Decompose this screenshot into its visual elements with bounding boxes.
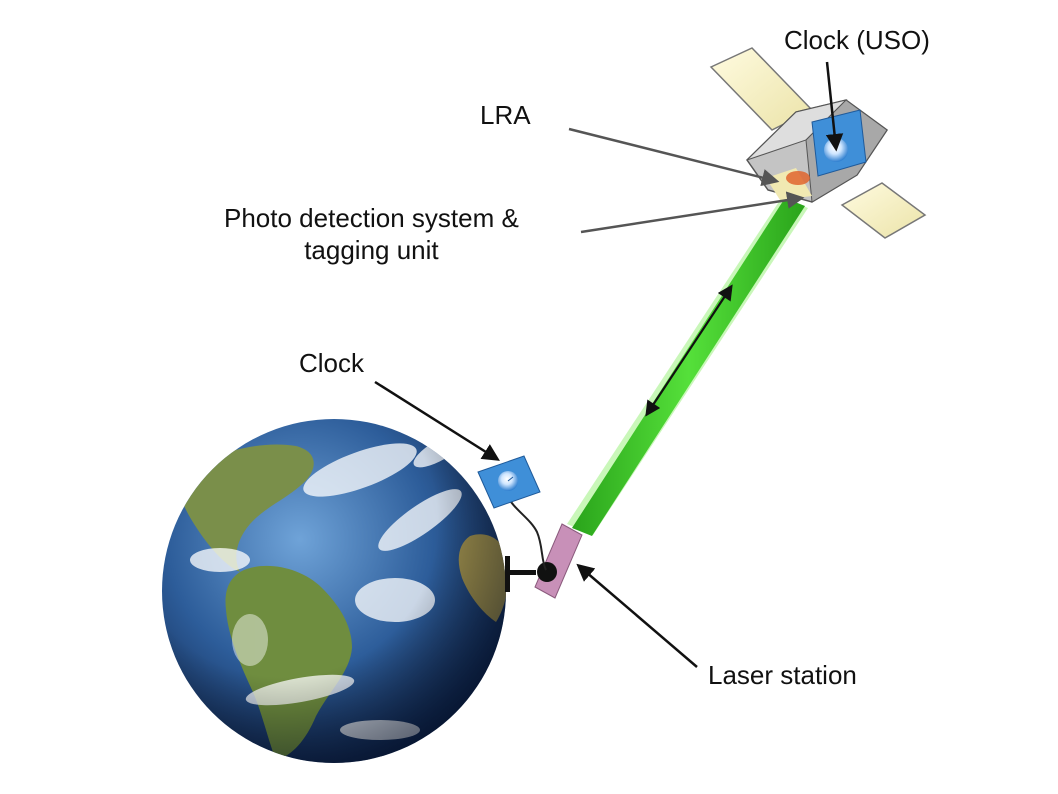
laser-beam [567,197,808,536]
pointer-laser-station [576,563,698,668]
photo-detection-label-line1: Photo detection system & [224,203,519,233]
solar-panel-lower [840,182,927,239]
lra-label: LRA [480,100,531,130]
earth-globe-icon [162,419,506,763]
pointer-clock-uso [825,61,844,152]
laser-station-label: Laser station [708,660,857,690]
clock-uso-label: Clock (USO) [784,25,930,55]
satellite-icon [709,47,927,239]
pointer-lra [568,127,780,187]
laser-station-icon [534,523,583,599]
pointer-photo-detection [580,191,805,234]
station-mount [505,556,536,592]
clock-label: Clock [299,348,365,378]
clock-cable [505,493,547,571]
photo-detection-label: Photo detection system & tagging unit [224,202,519,266]
pointer-clock [374,380,500,461]
round-trip-arrow [645,284,733,417]
clock-icon [477,455,541,509]
photo-detection-label-line2: tagging unit [304,235,439,265]
